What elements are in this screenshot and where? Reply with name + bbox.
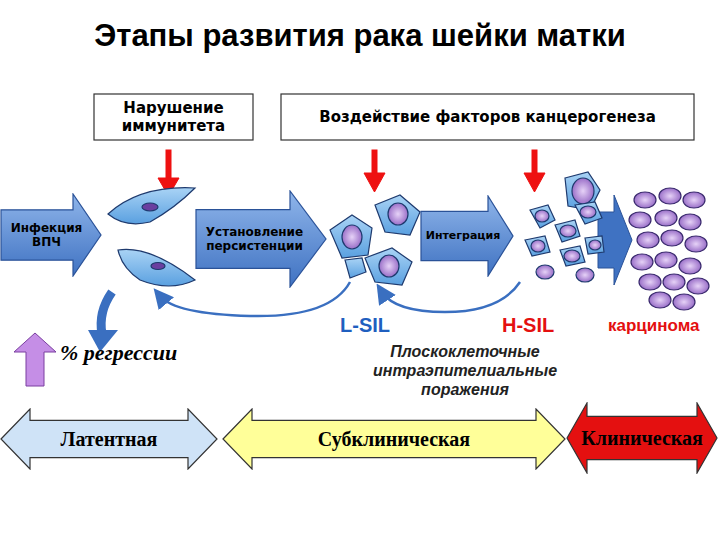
shape-outline — [94, 94, 253, 140]
return-curves — [160, 282, 520, 316]
stage-arrow: Установление персистенции — [195, 190, 327, 288]
node-label: Нарушение иммунитета — [99, 99, 248, 135]
shape-outline — [223, 409, 565, 469]
shape-outline — [196, 191, 326, 287]
shape-outline — [281, 94, 694, 140]
node-label: Латентная — [61, 427, 158, 451]
node-text-area: Интеграция — [420, 195, 514, 277]
hsil-cells — [525, 172, 604, 282]
normal-cells — [108, 188, 195, 286]
node-label: Интеграция — [426, 229, 501, 242]
stage-arrow: Интеграция — [420, 195, 514, 277]
stage-arrow: Инфекция ВПЧ — [0, 193, 102, 277]
node-label: Установление персистенции — [199, 225, 310, 254]
carcinoma-cells — [629, 188, 709, 310]
node-label: Инфекция ВПЧ — [4, 221, 89, 250]
node-text-area: Инфекция ВПЧ — [0, 193, 102, 277]
shape-outline — [1, 194, 101, 276]
stage-label: L-SIL — [340, 314, 390, 337]
node-text-area: Латентная — [0, 408, 218, 470]
shape-outline — [567, 403, 717, 473]
regression-arrow — [101, 292, 112, 334]
node-label: Клиническая — [581, 426, 703, 450]
shape-outline — [1, 409, 217, 469]
phase-band: Латентная — [0, 408, 218, 470]
stage-label: карцинома — [608, 316, 699, 336]
factor-box: Воздействие факторов канцерогенеза — [280, 93, 695, 141]
lsil-cells — [330, 195, 420, 285]
shape-outline — [421, 196, 513, 276]
title: Этапы развития рака шейки матки — [0, 18, 720, 54]
node-text-area: Нарушение иммунитета — [93, 93, 254, 141]
regression-label: % регрессии — [60, 340, 177, 366]
node-text-area: Субклиническая — [222, 408, 566, 470]
factor-box: Нарушение иммунитета — [93, 93, 254, 141]
node-label: Субклиническая — [318, 427, 470, 451]
stage-label: H-SIL — [502, 314, 554, 337]
red-arrows — [158, 150, 545, 196]
increase-arrow — [14, 333, 56, 386]
phase-band: Клиническая — [566, 402, 718, 474]
node-label: Воздействие факторов канцерогенеза — [319, 108, 656, 126]
node-text-area: Клиническая — [566, 402, 718, 474]
note: Плоскоклеточные интраэпителиальные пораж… — [345, 342, 585, 400]
phase-band: Субклиническая — [222, 408, 566, 470]
node-text-area: Установление персистенции — [195, 190, 327, 288]
node-text-area: Воздействие факторов канцерогенеза — [280, 93, 695, 141]
